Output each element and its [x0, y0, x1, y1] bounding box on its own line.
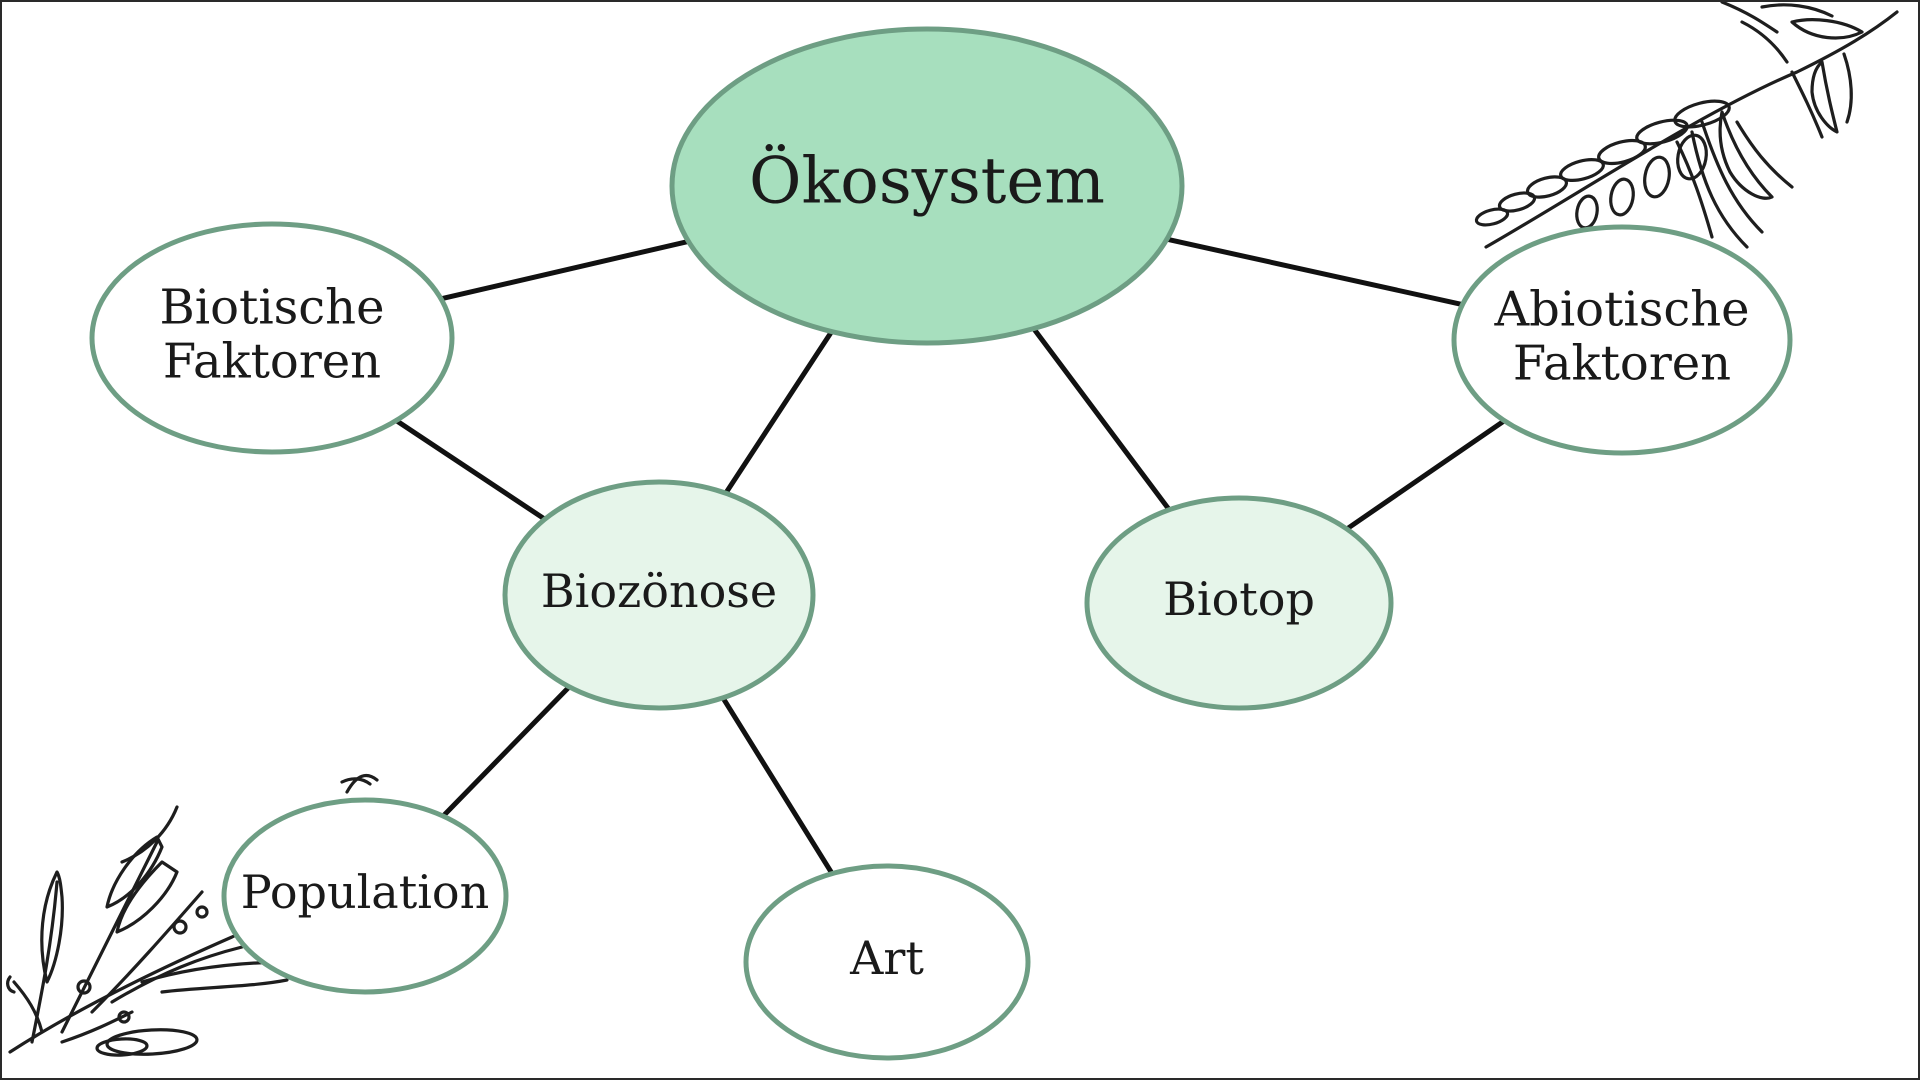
edge-oekosystem-biotische	[438, 238, 691, 302]
node-population: Population	[221, 797, 509, 995]
node-abiotische-label: Abiotische	[1493, 282, 1749, 338]
node-abiotische-label: Faktoren	[1513, 336, 1731, 392]
node-art: Art	[743, 863, 1031, 1061]
edge-oekosystem-biotop	[1031, 326, 1172, 513]
edge-abiotische-biotop	[1344, 418, 1507, 532]
node-art-label: Art	[849, 931, 924, 985]
node-biotische-shape	[89, 221, 455, 455]
node-abiotische-shape	[1451, 224, 1793, 456]
node-biozoenose-shape	[502, 479, 816, 711]
edge-oekosystem-abiotische	[1164, 236, 1465, 308]
edge-oekosystem-biozoenose	[723, 329, 835, 496]
node-biotop-shape	[1084, 495, 1394, 711]
node-biozoenose-label: Biozönose	[541, 564, 777, 618]
node-biozoenose: Biozönose	[502, 479, 816, 711]
edge-biozoenose-art	[720, 695, 835, 877]
node-oekosystem-label: Ökosystem	[749, 143, 1105, 219]
node-oekosystem: Ökosystem	[669, 26, 1185, 346]
node-biotop-label: Biotop	[1163, 572, 1315, 626]
node-art-shape	[743, 863, 1031, 1061]
edge-biotische-biozoenose	[393, 418, 548, 522]
decoration-layer	[6, 2, 1899, 1057]
edge-biozoenose-population	[440, 684, 572, 819]
node-biotische-label: Faktoren	[163, 334, 381, 390]
edge-layer	[393, 236, 1507, 877]
node-population-label: Population	[241, 865, 490, 919]
node-biotische-label: Biotische	[160, 280, 385, 336]
node-oekosystem-shape	[669, 26, 1185, 346]
node-layer: ÖkosystemBiotischeFaktorenAbiotischeFakt…	[89, 26, 1793, 1061]
node-biotop: Biotop	[1084, 495, 1394, 711]
botanical-branch-top-right-icon	[1474, 2, 1899, 249]
node-population-shape	[221, 797, 509, 995]
